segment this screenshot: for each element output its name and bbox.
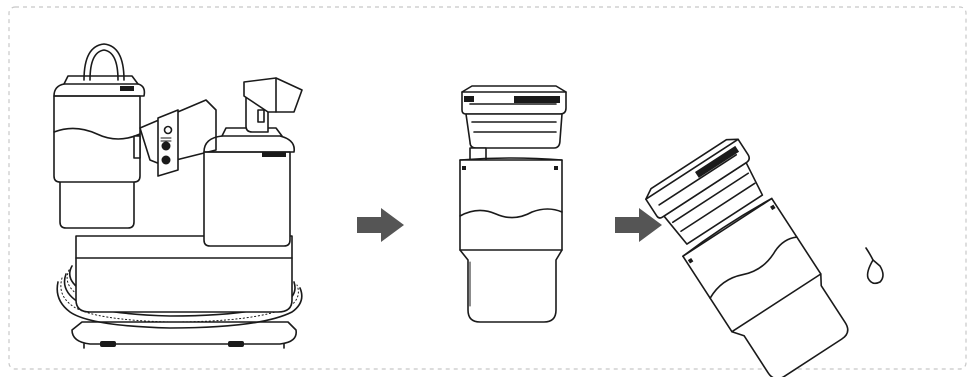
step-3-emptying-illustration: [643, 134, 861, 377]
tank-body: [460, 158, 562, 322]
step-1-carpet-cleaner-illustration: [54, 44, 302, 348]
spray-nozzle: [244, 78, 302, 132]
dirty-water-tank: [204, 128, 294, 246]
step-2-dirty-tank-illustration: [460, 86, 566, 322]
water-drop-icon: [866, 248, 883, 283]
right-arrow-icon: [357, 208, 404, 242]
clean-water-tank: [54, 44, 144, 228]
base-plate: [72, 322, 296, 348]
tank-lid: [462, 86, 566, 168]
main-body: [76, 236, 292, 312]
